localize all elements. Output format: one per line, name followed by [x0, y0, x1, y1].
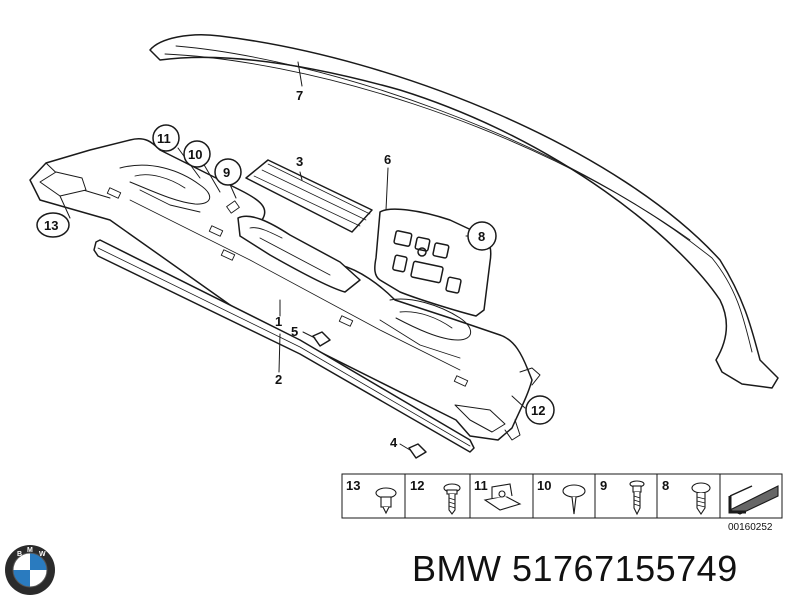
callout-circles: [36, 124, 555, 425]
spring-nut-icon: [483, 483, 522, 511]
callout-6: 6: [384, 152, 391, 167]
mounting-direction-arrow-icon: [728, 485, 779, 515]
legend-label-9: 9: [600, 478, 607, 493]
callout-3: 3: [296, 154, 303, 169]
callout-7: 7: [296, 88, 303, 103]
svg-text:B: B: [17, 551, 22, 558]
callout-5: 5: [291, 324, 298, 339]
legend-label-12: 12: [410, 478, 424, 493]
torx-screw-icon: [691, 482, 711, 515]
fastener-legend: 13 12 11 10 9 8: [341, 473, 783, 533]
part-7-arch-trim: [149, 34, 779, 389]
bmw-roundel-icon: B M W: [5, 545, 55, 595]
callout-1: 1: [275, 314, 282, 329]
plastic-rivet-icon: [562, 484, 586, 515]
pan-head-screw-icon: [629, 480, 645, 516]
part-4-clip: [408, 443, 427, 459]
diagram-code: 00160252: [728, 522, 773, 533]
svg-text:M: M: [27, 547, 33, 554]
expanding-rivet-icon: [375, 487, 397, 515]
legend-label-8: 8: [662, 478, 669, 493]
callout-12: 12: [531, 403, 545, 418]
part-number-title: BMW 51767155749: [412, 548, 738, 589]
legend-label-13: 13: [346, 478, 360, 493]
callout-4: 4: [390, 435, 398, 450]
svg-text:W: W: [39, 551, 46, 558]
callout-8: 8: [478, 229, 485, 244]
part-1-shelf-panel: [29, 138, 541, 441]
flange-screw-icon: [443, 483, 461, 515]
callout-10: 10: [188, 147, 202, 162]
part-2-lower-strip: [93, 239, 475, 453]
part-3-grille-cover: [245, 159, 373, 233]
legend-label-10: 10: [537, 478, 551, 493]
callout-9: 9: [223, 165, 230, 180]
callout-11: 11: [157, 131, 171, 146]
callout-13: 13: [44, 218, 58, 233]
part-5-clip: [312, 331, 331, 347]
callout-2: 2: [275, 372, 282, 387]
legend-label-11: 11: [474, 478, 488, 493]
part-6-switch-panel: [374, 208, 492, 317]
